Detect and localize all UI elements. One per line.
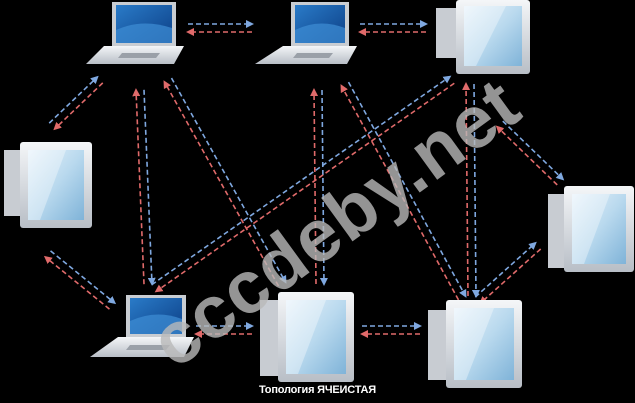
laptop-bottom-left-icon — [90, 295, 194, 357]
arrow-red-3 — [43, 255, 110, 310]
connection-arrows — [43, 20, 565, 338]
arrow-blue-9 — [502, 120, 565, 181]
arrow-red-8 — [462, 82, 471, 297]
arrow-blue-2 — [48, 75, 99, 124]
arrow-blue-6 — [319, 89, 328, 286]
arrow-red-2 — [53, 82, 104, 131]
arrow-red-9 — [495, 125, 558, 186]
arrow-red-5 — [163, 80, 280, 287]
arrow-blue-7 — [347, 81, 467, 298]
arrow-red-6 — [310, 88, 319, 285]
arrow-blue-5 — [170, 77, 287, 284]
arrow-blue-10 — [474, 241, 537, 298]
arrow-blue-11 — [151, 75, 452, 286]
laptop-top-center-icon — [255, 2, 357, 64]
monitor-top-right-icon — [436, 0, 530, 74]
arrow-red-7 — [340, 84, 460, 301]
laptop-top-left-icon — [86, 2, 184, 64]
arrow-blue-8 — [471, 83, 480, 298]
monitor-bottom-right-icon — [428, 300, 522, 388]
arrow-blue-4 — [143, 89, 156, 286]
monitor-right-icon — [548, 186, 634, 272]
diagram-caption: Топология ЯЧЕИСТАЯ — [258, 384, 377, 396]
arrow-red-10 — [479, 248, 542, 305]
arrow-red-11 — [154, 82, 455, 293]
monitor-left-icon — [4, 142, 92, 228]
monitor-bottom-center-icon — [260, 292, 354, 382]
arrow-red-4 — [132, 88, 145, 285]
arrow-blue-3 — [50, 250, 117, 305]
